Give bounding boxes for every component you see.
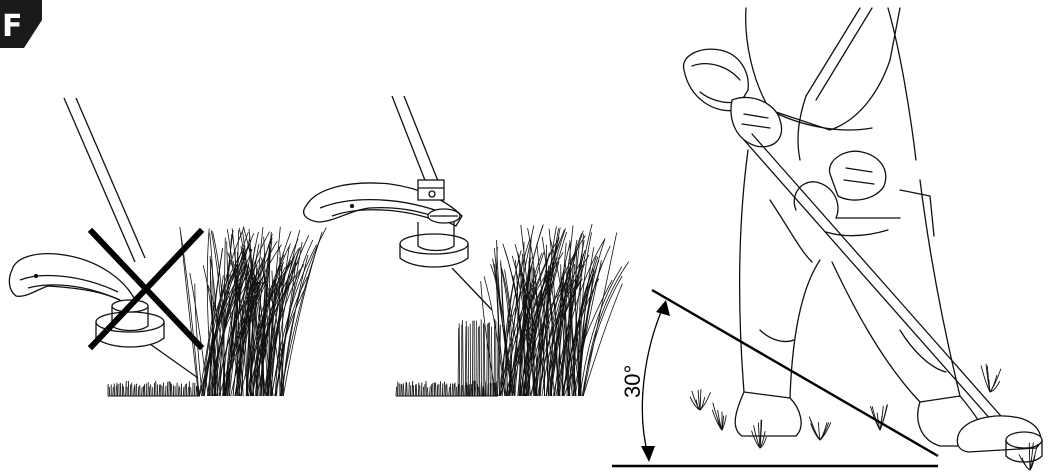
incorrect-cutting-panel: [9, 98, 326, 396]
short-grass: [108, 381, 200, 396]
angle-arc: [642, 305, 664, 455]
trimmer-head: [400, 209, 468, 267]
tall-grass: [458, 224, 629, 396]
trimmer-shaft: [392, 96, 440, 188]
operator-stance-panel: [683, 8, 1042, 470]
arc-arrow-bottom-icon: [641, 446, 655, 462]
short-grass: [396, 381, 498, 396]
section-badge: F: [0, 0, 42, 48]
correct-cutting-panel: [304, 96, 629, 396]
angle-indicator: 30°: [612, 290, 938, 466]
operator-boots: [735, 392, 985, 446]
harness-strap: [798, 8, 872, 160]
cutting-line: [150, 344, 198, 378]
right-glove: [829, 151, 885, 200]
trimmer-shaft: [64, 98, 145, 262]
trimmer-motor-clamp: [418, 180, 444, 200]
badge-letter: F: [2, 9, 23, 44]
tall-grass: [180, 227, 326, 397]
cutting-line: [452, 268, 492, 310]
arc-arrow-top-icon: [656, 300, 670, 316]
angle-label: 30°: [620, 365, 645, 398]
